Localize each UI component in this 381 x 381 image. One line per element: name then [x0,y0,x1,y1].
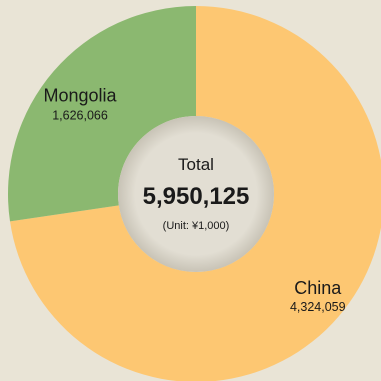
slices-layer [7,6,381,381]
slice-mongolia [7,6,196,222]
slice-china [10,6,381,381]
donut-center-hole [118,116,274,272]
center-total-value: 5,950,125 [143,183,250,210]
center-total-heading: Total [178,155,214,174]
center-unit-note: (Unit: ¥1,000) [163,220,230,232]
slice-label-china: China [294,278,342,298]
slice-value-mongolia: 1,626,066 [52,109,108,123]
slice-label-mongolia: Mongolia [44,86,118,106]
slice-value-china: 4,324,059 [290,300,346,314]
